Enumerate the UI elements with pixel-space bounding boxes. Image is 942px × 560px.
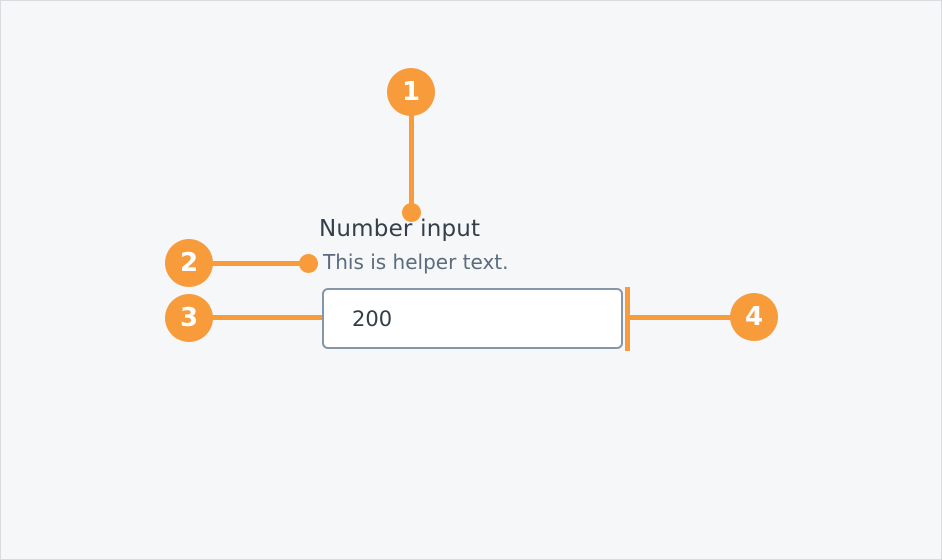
callout-4-height-bar — [625, 287, 630, 351]
number-input-field[interactable] — [322, 288, 623, 349]
callout-1-connector-line — [409, 114, 414, 206]
callout-marker-1: 1 — [387, 68, 435, 116]
callout-2-connector-line — [211, 261, 303, 266]
callout-1-endpoint-dot — [402, 203, 421, 222]
callout-2-endpoint-dot — [299, 254, 318, 273]
callout-4-connector-line — [630, 315, 733, 320]
number-input-label: Number input — [319, 216, 481, 242]
number-input-helper-text: This is helper text. — [323, 250, 509, 274]
callout-marker-2: 2 — [165, 239, 213, 287]
callout-marker-4: 4 — [730, 293, 778, 341]
callout-marker-3: 3 — [165, 294, 213, 342]
callout-3-connector-line — [211, 315, 337, 320]
